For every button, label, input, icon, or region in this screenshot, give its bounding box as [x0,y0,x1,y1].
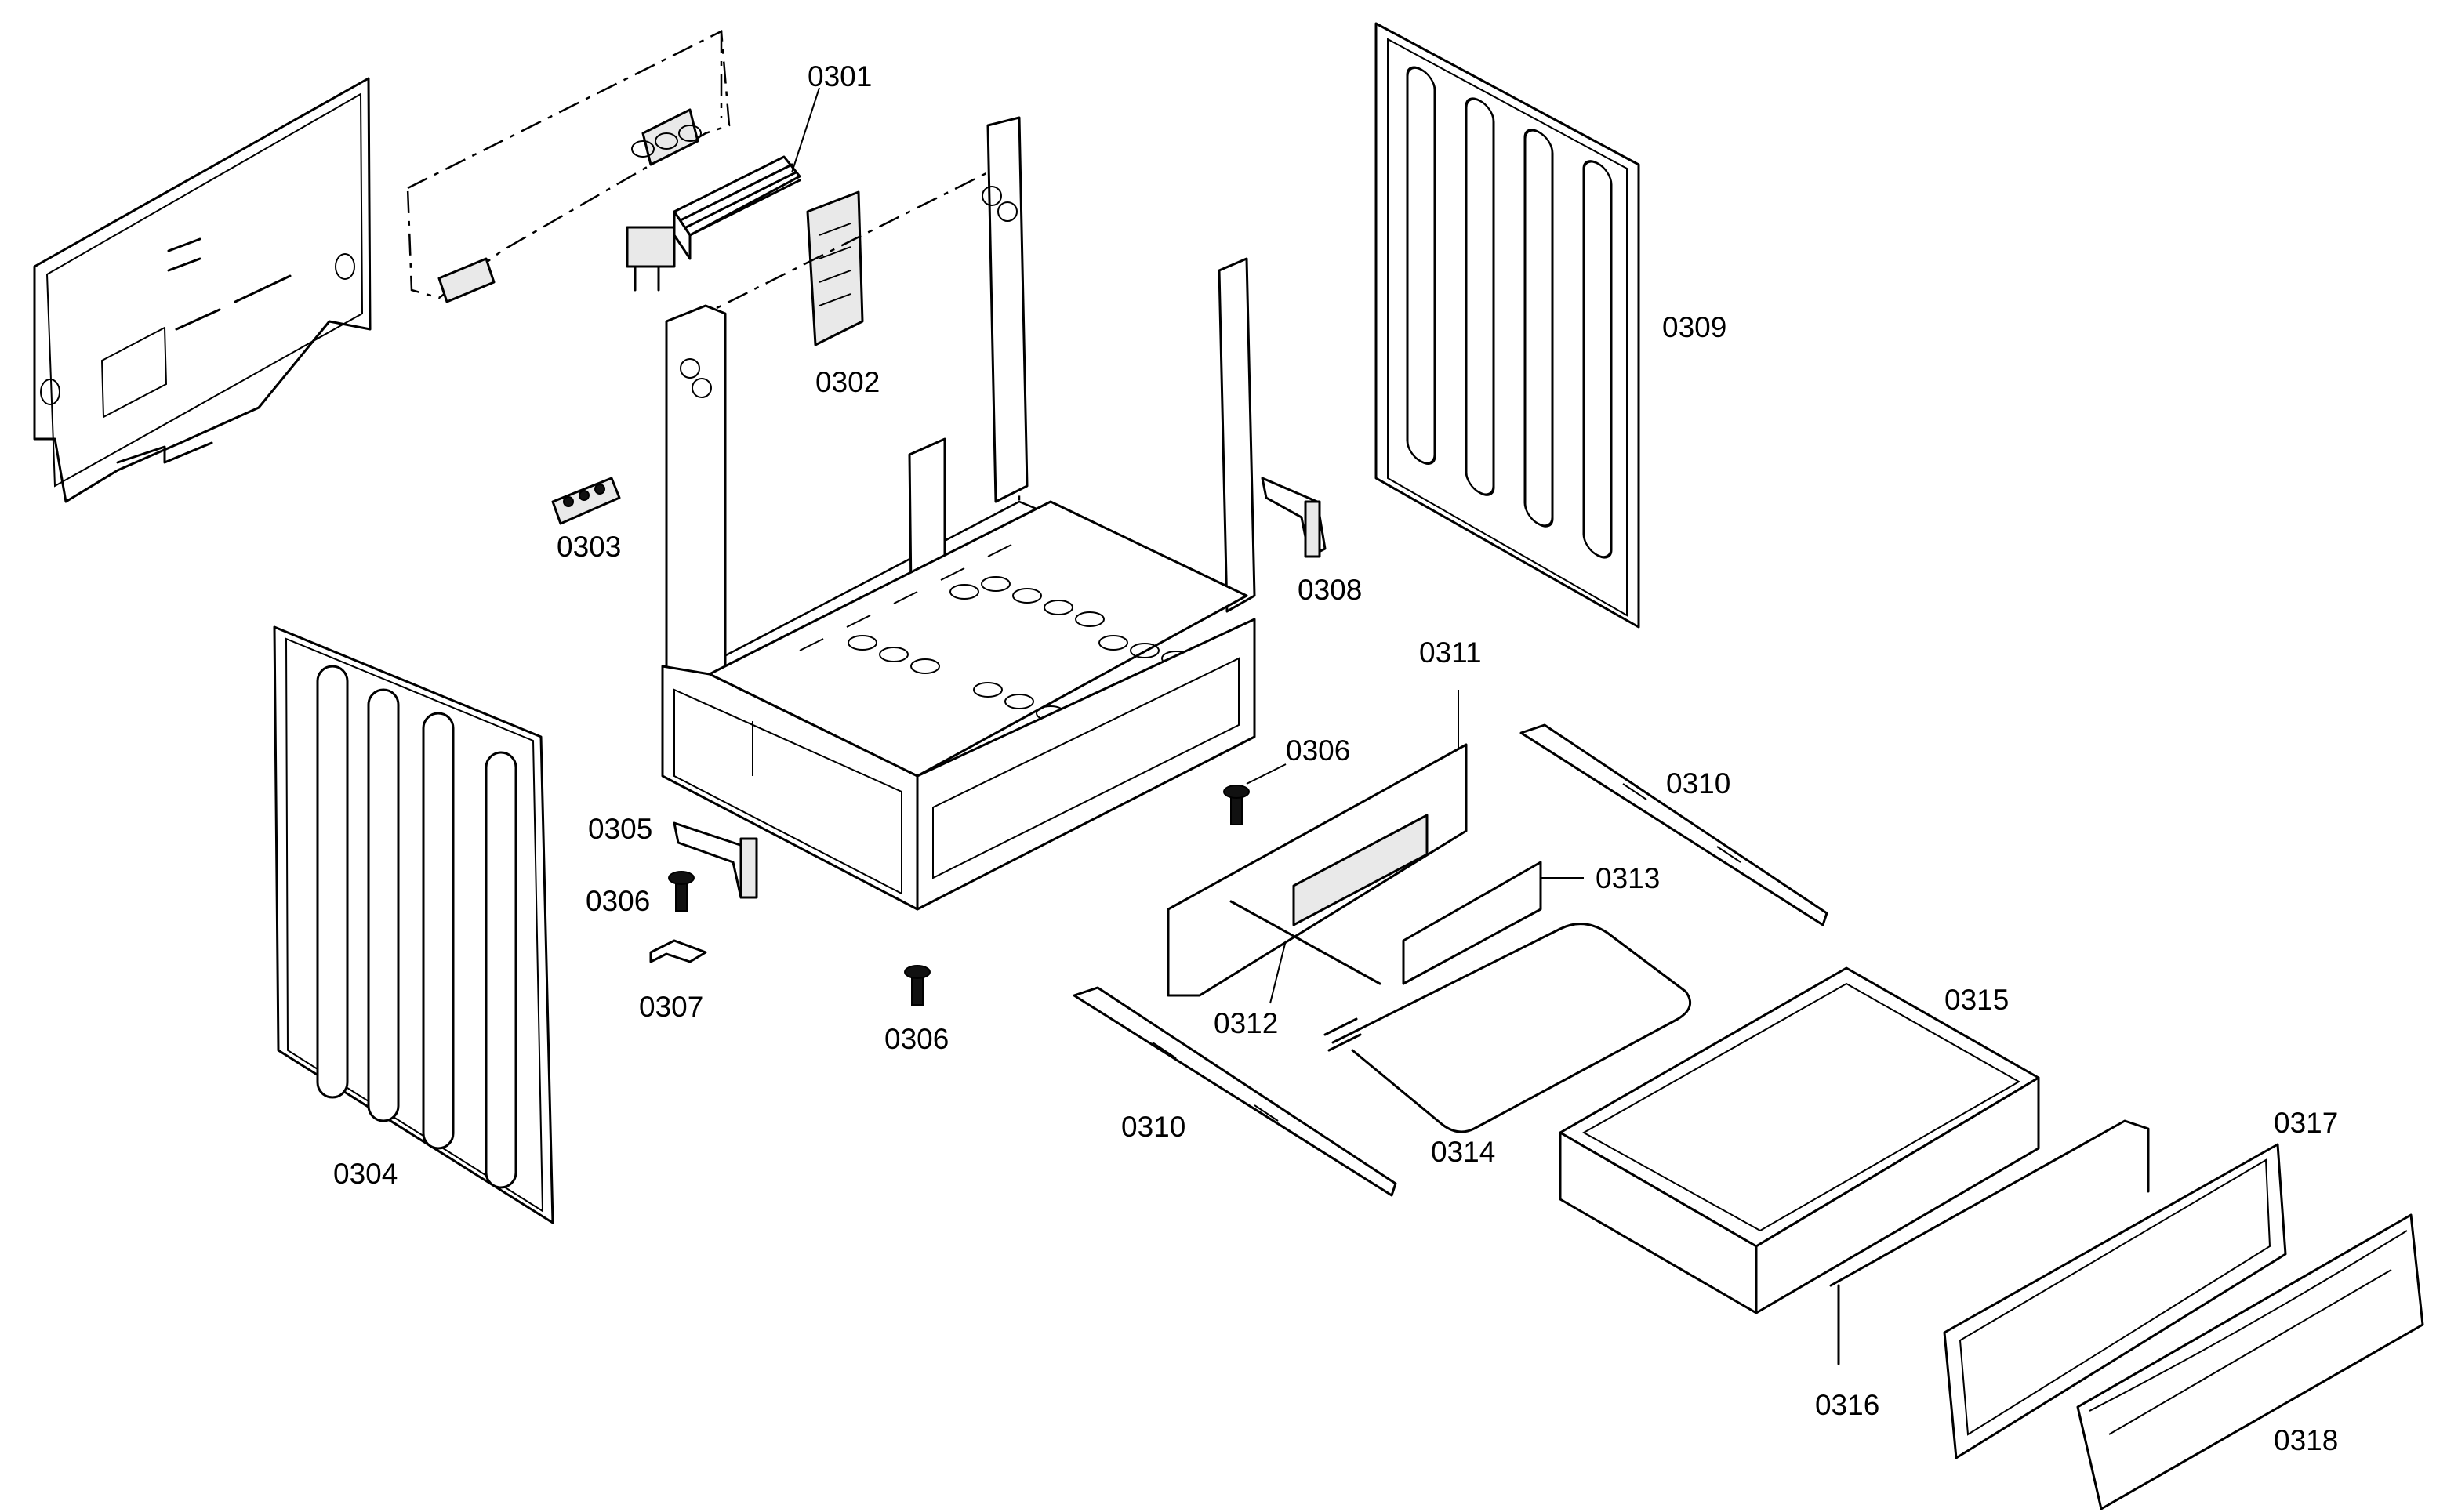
part-0315-drawer-box [1559,966,2040,1314]
label-0306-a: 0306 [586,885,650,917]
tray-vent-holes [848,576,1191,721]
label-0318: 0318 [2274,1424,2338,1456]
part-0306-screw-a [668,871,695,912]
label-0309: 0309 [1662,311,1726,343]
part-0310-rail-upper [1519,723,1828,926]
rear-duct-cover [406,30,731,303]
label-0307: 0307 [639,991,703,1023]
label-0302: 0302 [815,366,880,398]
label-0301: 0301 [808,60,872,92]
part-0309-side-panel-right [1374,22,1640,629]
part-0316-gasket [1829,1119,2150,1365]
part-labels: 0301 0302 0303 0304 0305 0306 0306 0306 … [333,60,2338,1456]
label-0310-a: 0310 [1666,767,1730,800]
part-0304-side-panel-left [273,625,554,1224]
part-0317-drawer-inner-panel [1943,1143,2287,1459]
part-0310-rail-lower [1073,986,1397,1197]
label-0306-c: 0306 [1286,734,1350,767]
label-0304: 0304 [333,1158,398,1190]
part-0318-drawer-front [2076,1213,2424,1510]
part-0313-cover [1402,861,1584,985]
label-0314: 0314 [1431,1136,1495,1168]
label-0312: 0312 [1214,1007,1278,1039]
part-0302-control-board [806,190,864,346]
label-0310-b: 0310 [1121,1111,1185,1143]
part-0303-terminal-block [551,477,621,525]
part-0308-bracket [1261,477,1327,558]
label-0305: 0305 [588,813,652,845]
label-0317: 0317 [2274,1107,2338,1139]
part-0314-bake-element [1323,923,1692,1133]
label-0311: 0311 [1419,636,1482,669]
part-0311-heater-plate [1167,690,1468,997]
part-0312-rod [1229,900,1381,1004]
label-0303: 0303 [557,531,621,563]
label-0316: 0316 [1815,1389,1879,1421]
part-0306-screw-b [904,965,931,1006]
label-0306-b: 0306 [884,1023,949,1055]
part-0307-clip [649,939,707,963]
part-0305-bracket [673,821,758,899]
part-0301-blower [626,87,820,292]
main-chassis-frame [661,116,1256,911]
rear-panel [33,77,372,503]
label-0313: 0313 [1596,862,1660,894]
label-0315: 0315 [1944,984,2009,1016]
part-0306-screw-c [1223,763,1287,825]
label-0308: 0308 [1298,574,1362,606]
